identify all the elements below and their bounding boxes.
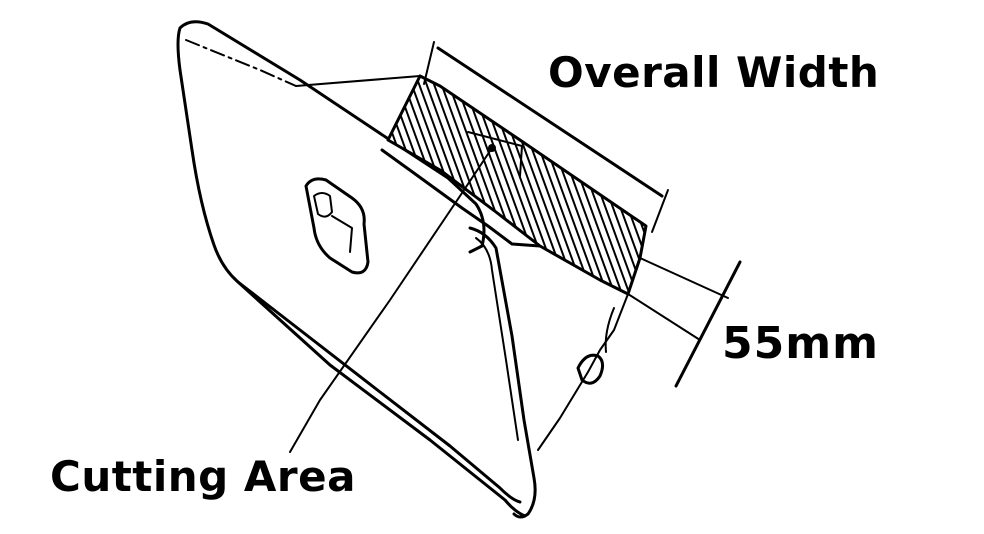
pointer-curve (604, 307, 615, 353)
door-top-edge (185, 39, 297, 87)
overall-width-extension-right (651, 189, 669, 233)
overall-width-label: Overall Width (548, 48, 880, 97)
cutting-area-label: Cutting Area (50, 452, 356, 501)
box-side-inner (475, 237, 519, 441)
cutting-area-hatch (386, 74, 648, 296)
damper-clip (576, 353, 605, 385)
latch-inner (313, 192, 333, 218)
box-rim-back (295, 75, 421, 87)
box-side-wall (468, 226, 537, 519)
latch-detail (331, 215, 353, 253)
door-lower-face (236, 280, 522, 504)
overall-width-dimension-line (436, 46, 664, 198)
cutting-area-leader (289, 147, 493, 453)
door-panel-outline (176, 20, 527, 518)
height-dimension-line (674, 260, 742, 388)
overall-width-extension-left (423, 41, 435, 85)
latch-handle (304, 177, 370, 275)
height-extension-top (639, 257, 729, 299)
height-dimension-label: 55mm (722, 318, 879, 369)
cutting-area-notch (467, 131, 523, 177)
height-extension-bottom (627, 293, 701, 341)
leader-origin-dot (488, 144, 496, 152)
damper-arm (537, 293, 629, 451)
